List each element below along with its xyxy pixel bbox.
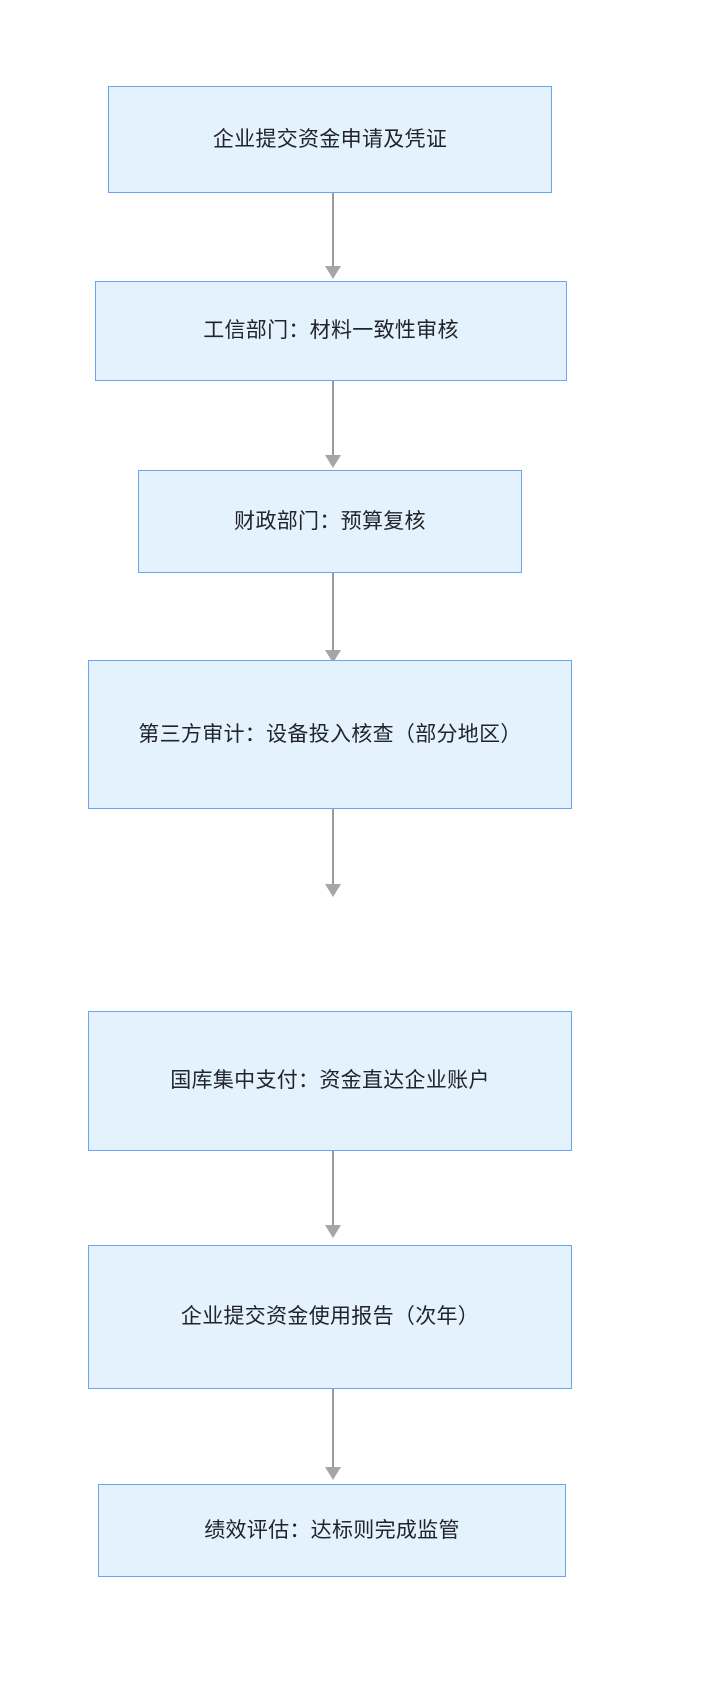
flow-node-6-label: 企业提交资金使用报告（次年） [180,1305,480,1329]
flow-node-2[interactable]: 工信部门：材料一致性审核 [95,281,567,381]
flow-node-6[interactable]: 企业提交资金使用报告（次年） [88,1245,572,1389]
flow-edge-3-4-line [332,573,334,652]
flow-edge-1-2-line [332,193,334,268]
flow-node-1-label: 企业提交资金申请及凭证 [212,127,448,151]
flow-edge-4-5-arrowhead [325,884,341,897]
flow-edge-6-7-arrowhead [325,1467,341,1480]
flow-edge-2-3-arrowhead [325,455,341,468]
flow-node-7[interactable]: 绩效评估：达标则完成监管 [98,1484,566,1577]
flow-edge-5-6-line [332,1151,334,1227]
flow-edge-6-7-line [332,1389,334,1469]
flow-edge-3-4-arrowhead [325,650,341,663]
flow-edge-5-6-arrowhead [325,1225,341,1238]
flow-node-4[interactable]: 第三方审计：设备投入核查（部分地区） [88,660,572,809]
flow-node-1[interactable]: 企业提交资金申请及凭证 [108,86,552,193]
flow-node-3-label: 财政部门：预算复核 [234,509,426,533]
flow-node-3[interactable]: 财政部门：预算复核 [138,470,522,573]
flow-edge-2-3-line [332,381,334,457]
flow-node-2-label: 工信部门：材料一致性审核 [203,319,459,343]
flow-node-5[interactable]: 国库集中支付：资金直达企业账户 [88,1011,572,1151]
flow-edge-4-5-line [332,809,334,886]
flow-node-5-label: 国库集中支付：资金直达企业账户 [170,1069,490,1093]
flow-edge-1-2-arrowhead [325,266,341,279]
flow-node-7-label: 绩效评估：达标则完成监管 [204,1518,460,1542]
flow-node-4-label: 第三方审计：设备投入核查（部分地区） [138,722,522,746]
